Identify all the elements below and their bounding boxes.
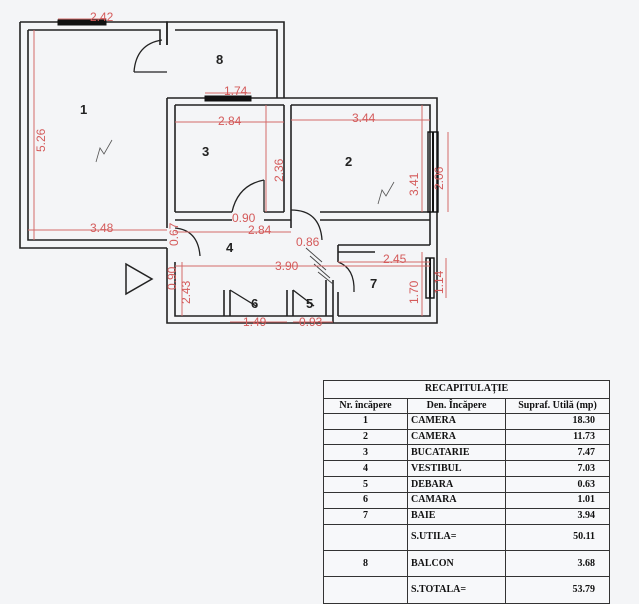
room-number-4: 4 (226, 240, 234, 255)
table-row: 7 BAIE 3.94 (323, 507, 611, 525)
useful-area-label: S.UTILA= (407, 523, 506, 552)
dim-r1-bottom: 3.48 (90, 221, 114, 235)
dim-hall-len: 3.90 (275, 259, 299, 273)
dim-r3-top: 2.84 (218, 114, 242, 128)
walls (19, 21, 438, 324)
dim-r7-window: 1.14 (432, 270, 446, 294)
dim-hall-top: 2.84 (248, 223, 272, 237)
empty-cell (323, 523, 408, 552)
dim-hall-side-a: 0.90 (165, 266, 179, 290)
room-numbers: 1 2 3 4 5 6 7 8 (80, 52, 377, 311)
room-number-1: 1 (80, 102, 87, 117)
total-area-label: S.TOTALA= (407, 576, 506, 604)
balcony-number: 8 (323, 550, 408, 578)
dimension-lines (28, 18, 449, 323)
room-number-2: 2 (345, 154, 352, 169)
dim-r3-door: 0.90 (232, 211, 256, 225)
row-area: 1.01 (504, 491, 611, 509)
dim-r3-side: 2.36 (272, 158, 286, 182)
table-row: 2 CAMERA 11.73 (323, 428, 611, 446)
header-useful-area: Supraf. Utilă (mp) (504, 397, 611, 414)
dim-hall-door: 0.86 (296, 235, 320, 249)
dim-r2-top: 3.44 (352, 111, 376, 125)
row-number: 6 (323, 491, 408, 509)
room-number-5: 5 (306, 296, 313, 311)
row-number: 3 (323, 444, 408, 462)
entrance-arrow-icon (125, 262, 154, 296)
handwritten-marks (95, 139, 395, 205)
row-name: DEBARA (407, 476, 506, 493)
total-area-row: S.TOTALA= 53.79 (323, 576, 611, 604)
row-area: 7.03 (504, 460, 611, 478)
row-name: CAMERA (407, 428, 506, 446)
dim-r7-top: 2.45 (383, 252, 407, 266)
dimension-labels: 2.42 5.26 3.48 1.74 2.84 2.36 0.90 3.44 … (34, 10, 446, 329)
dim-r7-side: 1.70 (407, 280, 421, 304)
row-number: 1 (323, 412, 408, 430)
useful-area-row: S.UTILA= 50.11 (323, 523, 611, 552)
dim-r2-window: 2.06 (432, 166, 446, 190)
row-name: CAMARA (407, 491, 506, 509)
dim-hall-side-b: 2.43 (179, 280, 193, 304)
room-number-6: 6 (251, 296, 258, 311)
row-number: 5 (323, 476, 408, 493)
row-area: 18.30 (504, 412, 611, 430)
table-row: 6 CAMARA 1.01 (323, 491, 611, 509)
dim-r8-window: 1.74 (224, 84, 248, 98)
row-area: 0.63 (504, 476, 611, 493)
table-title: RECAPITULAȚIE (322, 380, 611, 399)
dim-r5-bottom: 0.93 (299, 315, 323, 329)
total-area-value: 53.79 (504, 576, 611, 604)
row-name: CAMERA (407, 412, 506, 430)
room-number-3: 3 (202, 144, 209, 159)
room-number-7: 7 (370, 276, 377, 291)
dim-r1-top: 2.42 (90, 10, 114, 24)
windows (57, 19, 439, 299)
dim-r2-side: 3.41 (407, 172, 421, 196)
row-area: 3.94 (504, 507, 611, 525)
row-area: 7.47 (504, 444, 611, 462)
row-number: 7 (323, 507, 408, 525)
table-header-row: Nr. încăpere Den. Încăpere Supraf. Utilă… (323, 397, 611, 414)
dim-hall-small: 0.67 (167, 222, 181, 246)
table-row: 4 VESTIBUL 7.03 (323, 460, 611, 478)
row-area: 11.73 (504, 428, 611, 446)
empty-cell (323, 576, 408, 604)
header-room-name: Den. Încăpere (407, 397, 506, 414)
row-name: BAIE (407, 507, 506, 525)
table-row: 5 DEBARA 0.63 (323, 476, 611, 493)
row-name: VESTIBUL (407, 460, 506, 478)
table-row: 3 BUCATARIE 7.47 (323, 444, 611, 462)
dim-r6-bottom: 1.49 (243, 315, 267, 329)
door-swings (133, 39, 355, 307)
room-number-8: 8 (216, 52, 223, 67)
dim-r1-side: 5.26 (34, 128, 48, 152)
row-number: 4 (323, 460, 408, 478)
table-row: 1 CAMERA 18.30 (323, 412, 611, 430)
balcony-name: BALCON (407, 550, 506, 578)
row-number: 2 (323, 428, 408, 446)
balcony-area: 3.68 (504, 550, 611, 578)
balcony-row: 8 BALCON 3.68 (323, 550, 611, 578)
useful-area-value: 50.11 (504, 523, 611, 552)
row-name: BUCATARIE (407, 444, 506, 462)
header-room-number: Nr. încăpere (323, 397, 408, 414)
recapitulation-table: RECAPITULAȚIE Nr. încăpere Den. Încăpere… (322, 380, 611, 604)
